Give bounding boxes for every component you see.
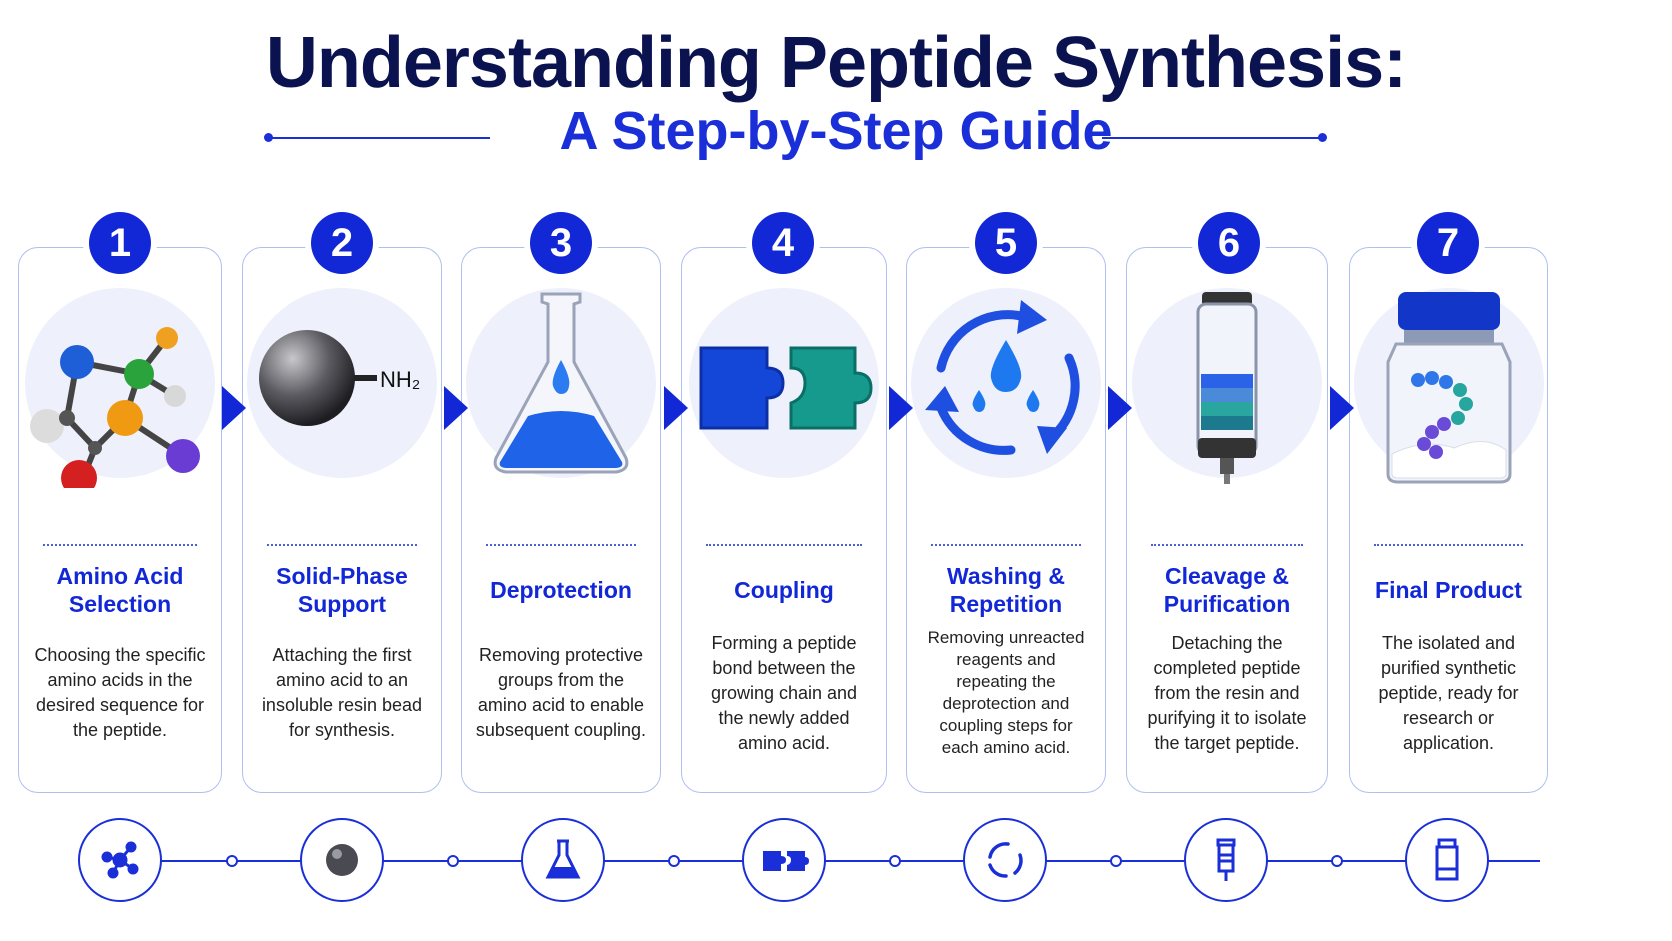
flow-arrow <box>444 386 468 430</box>
rule-right-end-dot <box>1318 133 1327 142</box>
column-icon <box>1122 278 1332 488</box>
flow-arrow <box>889 386 913 430</box>
rule-left-end-dot <box>264 133 273 142</box>
separator <box>931 544 1081 546</box>
step-badge-7: 7 <box>1417 212 1479 274</box>
flow-arrow <box>1330 386 1354 430</box>
timeline-dot <box>889 855 901 867</box>
vial-icon <box>1344 278 1554 488</box>
timeline-dot <box>668 855 680 867</box>
timeline-line <box>120 860 1540 862</box>
subtitle-row: A Step-by-Step Guide <box>0 100 1672 170</box>
timeline-dot <box>1110 855 1122 867</box>
timeline-column-icon <box>1184 818 1268 902</box>
puzzle-icon <box>679 278 889 488</box>
step-badge-6: 6 <box>1198 212 1260 274</box>
resin-bead-icon: NH₂ <box>237 278 447 488</box>
rule-left <box>270 137 490 139</box>
flow-arrow <box>222 386 246 430</box>
separator <box>486 544 636 546</box>
timeline-vial-icon <box>1405 818 1489 902</box>
step-title: Final Product <box>1375 577 1522 603</box>
separator <box>267 544 417 546</box>
page-title: Understanding Peptide Synthesis: <box>265 23 1407 103</box>
step-title: Deprotection <box>490 577 632 603</box>
separator <box>1151 544 1303 546</box>
separator <box>706 544 862 546</box>
flow-arrow <box>1108 386 1132 430</box>
step-badge-5: 5 <box>975 212 1037 274</box>
flow-arrow <box>664 386 688 430</box>
timeline-dot <box>1331 855 1343 867</box>
timeline-dot <box>447 855 459 867</box>
timeline-cycle-icon <box>963 818 1047 902</box>
timeline-puzzle-icon <box>742 818 826 902</box>
page-subtitle: A Step-by-Step Guide <box>559 101 1113 161</box>
step-title: Washing &Repetition <box>947 563 1065 617</box>
cycle-icon <box>901 278 1111 488</box>
timeline-flask-icon <box>521 818 605 902</box>
step-title: Coupling <box>734 577 834 603</box>
timeline-molecule-icon <box>78 818 162 902</box>
step-badge-2: 2 <box>311 212 373 274</box>
flask-icon <box>456 278 666 488</box>
timeline-bead-icon <box>300 818 384 902</box>
timeline-dot <box>226 855 238 867</box>
step-badge-1: 1 <box>89 212 151 274</box>
step-badge-3: 3 <box>530 212 592 274</box>
step-title: Cleavage &Purification <box>1163 563 1291 617</box>
molecule-icon <box>15 278 225 488</box>
svg-text:NH₂: NH₂ <box>380 367 420 392</box>
step-badge-4: 4 <box>752 212 814 274</box>
rule-right <box>1102 137 1322 139</box>
separator <box>43 544 197 546</box>
separator <box>1374 544 1523 546</box>
